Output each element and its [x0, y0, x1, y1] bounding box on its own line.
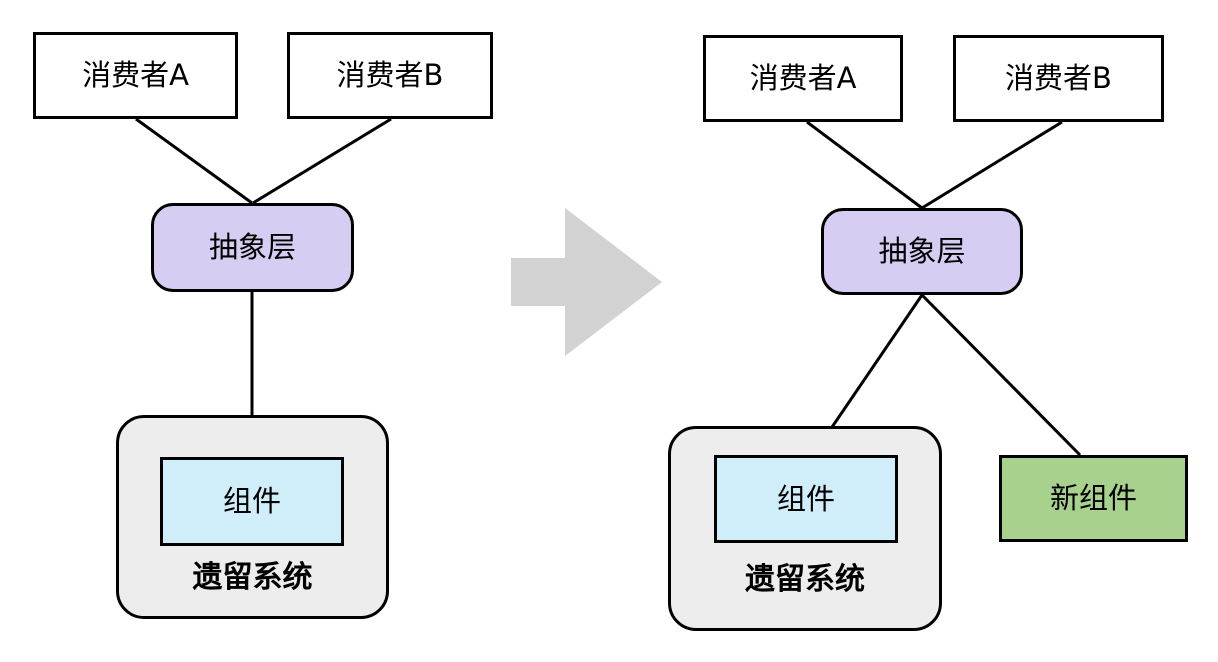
before-consumer-a-box: 消费者A	[33, 32, 238, 119]
edge-after-consumer-a-to-abstraction	[806, 120, 923, 210]
before-component-box: 组件	[160, 457, 344, 546]
before-legacy-system-label: 遗留系统	[192, 560, 313, 595]
edge-after-consumer-b-to-abstraction	[921, 120, 1063, 210]
transition-right-arrow-icon	[511, 208, 662, 356]
after-new-component-box: 新组件	[999, 455, 1188, 542]
edge-after-abstraction-to-new-component	[920, 293, 1082, 457]
before-component-label: 组件	[222, 484, 281, 518]
edge-before-consumer-a-to-abstraction	[135, 117, 253, 205]
after-consumer-a-label: 消费者A	[749, 61, 857, 95]
after-component-box: 组件	[714, 455, 898, 543]
after-consumer-a-box: 消费者A	[703, 35, 903, 122]
before-consumer-b-label: 消费者B	[336, 58, 444, 92]
after-legacy-system-label: 遗留系统	[745, 562, 865, 597]
after-component-label: 组件	[776, 481, 835, 516]
before-consumer-b-box: 消费者B	[287, 32, 493, 119]
after-new-component-label: 新组件	[1049, 481, 1137, 515]
after-abstraction-layer-label: 抽象层	[878, 234, 966, 268]
after-abstraction-layer-box: 抽象层	[821, 208, 1023, 295]
before-consumer-a-label: 消费者A	[82, 58, 189, 92]
before-abstraction-layer-box: 抽象层	[151, 203, 354, 292]
after-consumer-b-box: 消费者B	[953, 35, 1164, 122]
before-abstraction-layer-label: 抽象层	[208, 230, 296, 264]
edge-before-consumer-b-to-abstraction	[252, 117, 392, 205]
after-consumer-b-label: 消费者B	[1005, 61, 1112, 95]
